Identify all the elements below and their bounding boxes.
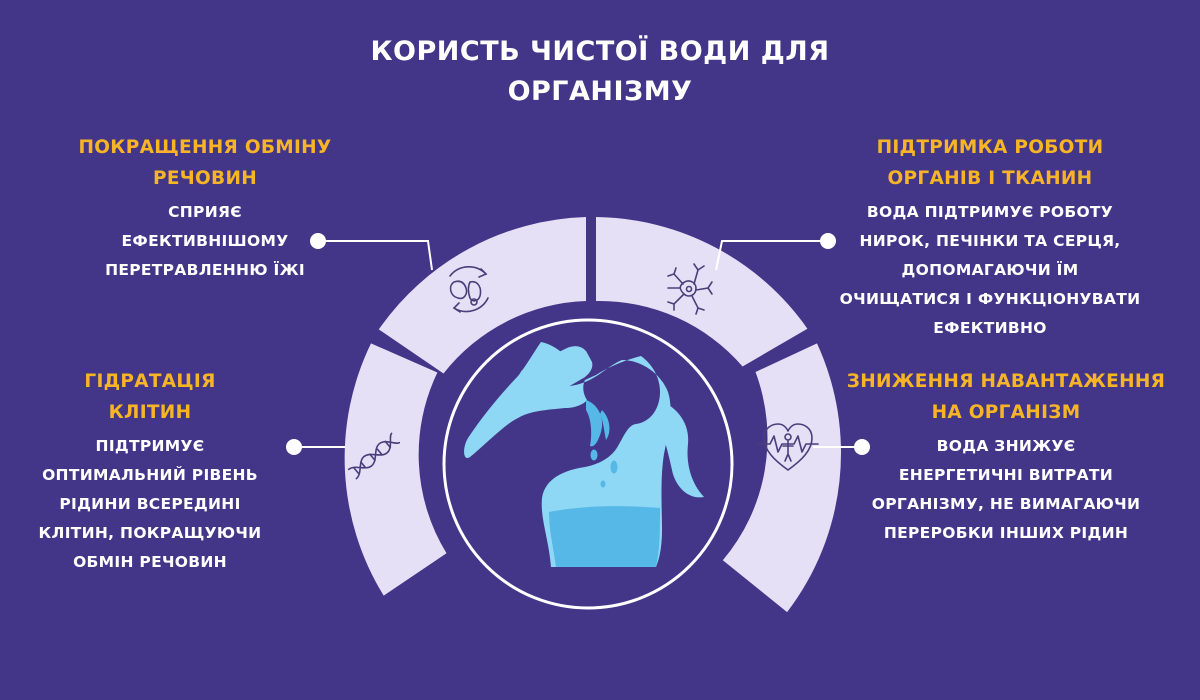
benefit-heading-line: ПІДТРИМКА РОБОТИ xyxy=(876,137,1104,158)
connector-hydration xyxy=(286,439,345,455)
segment-load xyxy=(722,343,841,613)
benefit-heading-line: ГІДРАТАЦІЯ xyxy=(84,371,216,392)
heart-person-pulse-icon xyxy=(757,423,819,471)
benefit-description-line: ЕНЕРГЕТИЧНІ ВИТРАТИ xyxy=(898,466,1114,484)
benefit-description-line: ВОДА ПІДТРИМУЄ РОБОТУ xyxy=(866,203,1114,221)
benefit-load: ЗНИЖЕННЯ НАВАНТАЖЕННЯ НА ОРГАНІЗМ ВОДА З… xyxy=(826,366,1186,548)
stomach-liver-cycle-icon xyxy=(449,266,489,313)
benefit-organs: ПІДТРИМКА РОБОТИ ОРГАНІВ І ТКАНИН ВОДА П… xyxy=(820,132,1160,343)
benefit-description-line: НИРОК, ПЕЧІНКИ ТА СЕРЦЯ, xyxy=(859,232,1121,250)
benefit-heading: ГІДРАТАЦІЯ КЛІТИН xyxy=(10,366,290,428)
benefit-description-line: КЛІТИН, ПОКРАЩУЮЧИ xyxy=(38,524,262,542)
benefit-heading-line: ПОКРАЩЕННЯ ОБМІНУ xyxy=(78,137,332,158)
benefit-description-line: ЕФЕКТИВНО xyxy=(933,319,1047,337)
benefit-description-line: ВОДА ЗНИЖУЄ xyxy=(936,437,1076,455)
benefit-heading-line: КЛІТИН xyxy=(108,402,192,423)
benefit-description-line: РІДИНИ ВСЕРЕДИНІ xyxy=(59,495,241,513)
benefit-description-line: ОРГАНІЗМУ, НЕ ВИМАГАЮЧИ xyxy=(871,495,1141,513)
benefit-description-line: ПЕРЕТРАВЛЕННЮ ЇЖІ xyxy=(105,261,305,279)
benefit-heading: ПІДТРИМКА РОБОТИ ОРГАНІВ І ТКАНИН xyxy=(820,132,1160,194)
segment-organs xyxy=(596,217,808,367)
benefit-description-line: ПЕРЕРОБКИ ІНШИХ РІДИН xyxy=(883,524,1129,542)
benefit-description: ВОДА ЗНИЖУЄ ЕНЕРГЕТИЧНІ ВИТРАТИ ОРГАНІЗМ… xyxy=(826,432,1186,548)
neuron-cell-icon xyxy=(667,263,713,315)
connector-load xyxy=(813,439,870,455)
segment-metabolism xyxy=(378,217,586,374)
page-title: КОРИСТЬ ЧИСТОЇ ВОДИ ДЛЯ ОРГАНІЗМУ xyxy=(0,32,1200,112)
benefit-description-line: ОЧИЩАТИСЯ І ФУНКЦІОНУВАТИ xyxy=(839,290,1141,308)
benefit-heading: ПОКРАЩЕННЯ ОБМІНУ РЕЧОВИН xyxy=(45,132,365,194)
benefit-heading: ЗНИЖЕННЯ НАВАНТАЖЕННЯ НА ОРГАНІЗМ xyxy=(826,366,1186,428)
dna-helix-icon xyxy=(347,432,401,480)
benefit-description-line: ДОПОМАГАЮЧИ ЇМ xyxy=(901,261,1079,279)
benefit-description: ПІДТРИМУЄ ОПТИМАЛЬНИЙ РІВЕНЬ РІДИНИ ВСЕР… xyxy=(10,432,290,577)
connector-metabolism xyxy=(310,233,433,271)
benefit-description-line: ОБМІН РЕЧОВИН xyxy=(73,553,227,571)
benefit-metabolism: ПОКРАЩЕННЯ ОБМІНУ РЕЧОВИН СПРИЯЄ ЕФЕКТИВ… xyxy=(45,132,365,285)
benefit-heading-line: НА ОРГАНІЗМ xyxy=(931,402,1081,423)
woman-drinking-water-icon xyxy=(464,342,704,567)
benefit-description: СПРИЯЄ ЕФЕКТИВНІШОМУ ПЕРЕТРАВЛЕННЮ ЇЖІ xyxy=(45,198,365,285)
benefit-description-line: ПІДТРИМУЄ xyxy=(95,437,205,455)
benefit-description-line: ЕФЕКТИВНІШОМУ xyxy=(121,232,289,250)
segment-hydration xyxy=(344,343,447,596)
benefit-description-line: СПРИЯЄ xyxy=(168,203,242,221)
benefit-heading-line: ЗНИЖЕННЯ НАВАНТАЖЕННЯ xyxy=(846,371,1166,392)
page-title-line-1: КОРИСТЬ ЧИСТОЇ ВОДИ ДЛЯ xyxy=(370,36,830,67)
connector-organs xyxy=(715,233,836,271)
benefit-heading-line: РЕЧОВИН xyxy=(152,168,258,189)
center-circle xyxy=(442,318,734,610)
benefit-hydration: ГІДРАТАЦІЯ КЛІТИН ПІДТРИМУЄ ОПТИМАЛЬНИЙ … xyxy=(10,366,290,577)
benefit-heading-line: ОРГАНІВ І ТКАНИН xyxy=(887,168,1093,189)
page-title-line-2: ОРГАНІЗМУ xyxy=(507,76,693,107)
benefit-description: ВОДА ПІДТРИМУЄ РОБОТУ НИРОК, ПЕЧІНКИ ТА … xyxy=(820,198,1160,343)
benefit-description-line: ОПТИМАЛЬНИЙ РІВЕНЬ xyxy=(42,466,258,484)
